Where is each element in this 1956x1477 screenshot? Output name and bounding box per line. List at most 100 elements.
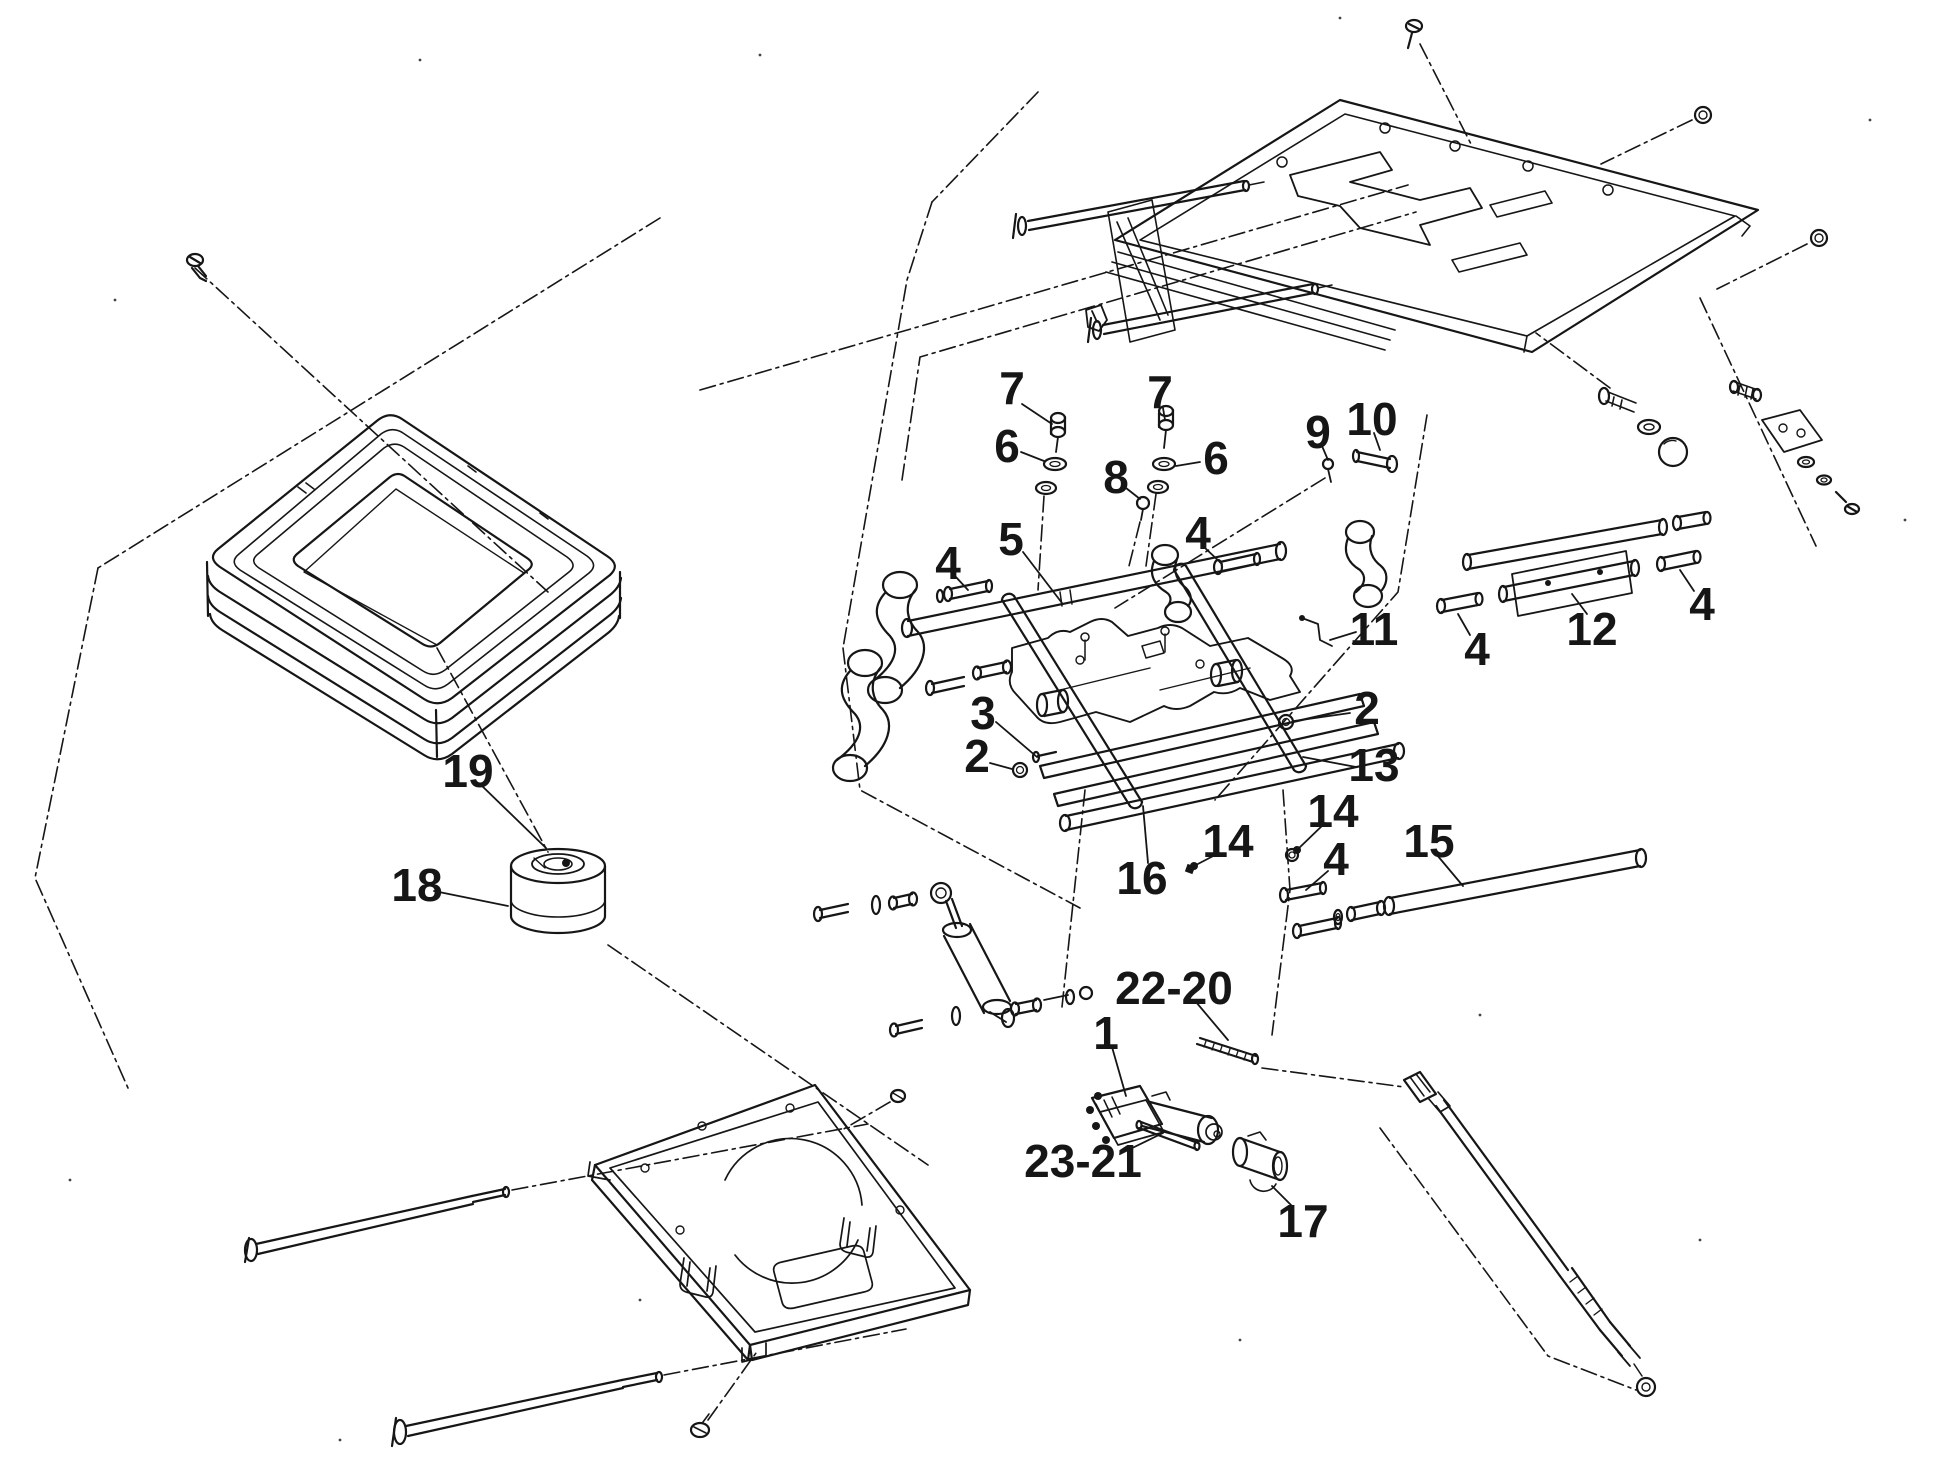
callout-leader-line xyxy=(995,721,1038,758)
callout-14: 14 xyxy=(1190,815,1254,870)
callout-leader-line xyxy=(1022,551,1063,604)
callout-leader-line xyxy=(1302,756,1357,768)
callout-9: 9 xyxy=(1305,406,1331,461)
callout-1: 1 xyxy=(1093,1007,1127,1097)
callout-18: 18 xyxy=(391,859,509,911)
callout-leader-line xyxy=(1111,1046,1127,1097)
part-number-label: 10 xyxy=(1346,393,1397,445)
part-number-label: 4 xyxy=(1689,578,1715,630)
callout-leader-line xyxy=(1373,432,1381,451)
part-number-label: 14 xyxy=(1202,815,1254,867)
callout-8: 8 xyxy=(1103,451,1141,503)
callout-leader-line xyxy=(1293,712,1351,722)
base-plate xyxy=(587,1083,972,1439)
part-number-label: 4 xyxy=(1185,507,1211,559)
coupler-17 xyxy=(1231,1131,1289,1193)
pivot-hardware xyxy=(1597,379,1861,516)
part-number-label: 18 xyxy=(391,859,442,911)
callout-10: 10 xyxy=(1346,393,1398,451)
part-number-label: 3 xyxy=(970,687,996,739)
callout-leader-line xyxy=(1020,451,1045,462)
callout-2: 2 xyxy=(1293,682,1380,734)
scan-specks xyxy=(68,16,1907,1442)
part-number-label: 2 xyxy=(1354,682,1380,734)
callout-4: 4 xyxy=(1305,833,1349,891)
callout-22-20: 22-20 xyxy=(1115,962,1233,1041)
part-number-label: 14 xyxy=(1307,785,1359,837)
phantom-lines xyxy=(34,43,1817,1421)
part-number-label: 6 xyxy=(1203,432,1229,484)
callout-leader-line xyxy=(1305,870,1329,891)
callout-leader-line xyxy=(1142,805,1149,864)
callout-leader-line xyxy=(1571,593,1588,615)
part-number-label: 9 xyxy=(1305,406,1331,458)
callout-13: 13 xyxy=(1302,739,1400,791)
callout-4: 4 xyxy=(1185,507,1223,565)
screw-icon xyxy=(185,252,208,283)
part-number-label: 4 xyxy=(1464,623,1490,675)
damper-cylinder xyxy=(812,881,1094,1038)
callout-leader-line xyxy=(1119,1132,1164,1155)
callout-leader-line xyxy=(1457,613,1471,636)
part-number-label: 12 xyxy=(1566,603,1617,655)
callout-4: 4 xyxy=(935,537,969,591)
callout-6: 6 xyxy=(1175,432,1229,484)
callout-leader-dot xyxy=(1293,846,1301,854)
knee-lever xyxy=(831,570,926,783)
cross-tube-15 xyxy=(1278,847,1648,940)
guide-rod xyxy=(243,1185,664,1448)
callout-11: 11 xyxy=(1329,603,1399,655)
lift-mechanism xyxy=(812,404,1406,1038)
control-cable xyxy=(1402,1070,1657,1398)
motor-assembly xyxy=(1086,1036,1289,1193)
part-number-label: 1 xyxy=(1093,1007,1119,1059)
callout-leader-dot xyxy=(1190,862,1198,870)
callout-leader-line xyxy=(1436,854,1464,887)
callout-leader-line xyxy=(1125,487,1141,500)
part-number-label: 4 xyxy=(1323,833,1349,885)
callout-leader-line xyxy=(989,762,1013,770)
bellows-boot xyxy=(205,414,623,761)
part-number-label: 19 xyxy=(442,745,493,797)
callout-leader-line xyxy=(1203,546,1223,565)
part-number-label: 11 xyxy=(1350,603,1399,655)
callout-7: 7 xyxy=(1147,366,1173,421)
callout-5: 5 xyxy=(998,513,1063,604)
callout-17: 17 xyxy=(1271,1185,1329,1247)
part-number-label: 7 xyxy=(1147,366,1173,418)
callout-6: 6 xyxy=(994,420,1045,472)
part-number-label: 6 xyxy=(994,420,1020,472)
bolt-washer-stack xyxy=(1034,404,1177,521)
callout-4: 4 xyxy=(1679,569,1715,630)
callout-leader-line xyxy=(479,783,547,849)
part-number-label: 13 xyxy=(1348,739,1399,791)
callout-leader-line xyxy=(1271,1185,1294,1208)
callout-leader-line xyxy=(954,575,969,591)
part-number-label: 7 xyxy=(999,362,1025,414)
callout-2: 2 xyxy=(964,730,1013,782)
part-number-label: 15 xyxy=(1403,815,1454,867)
callout-leader-line xyxy=(1296,822,1326,851)
callout-leader-line xyxy=(1679,569,1695,592)
roller-damper xyxy=(509,847,607,935)
callout-leader-line xyxy=(1321,445,1329,461)
callout-14: 14 xyxy=(1293,785,1359,854)
link-tubes-12 xyxy=(1435,510,1712,617)
callout-23-21: 23-21 xyxy=(1024,1132,1164,1187)
callout-16: 16 xyxy=(1116,805,1168,904)
callout-leader-line xyxy=(1195,1001,1229,1041)
callout-12: 12 xyxy=(1566,593,1618,655)
part-number-label: 16 xyxy=(1116,852,1167,904)
callout-leader-line xyxy=(1021,403,1053,425)
callout-leader-line xyxy=(1329,631,1357,641)
callout-19: 19 xyxy=(442,745,547,849)
part-number-label: 5 xyxy=(998,513,1024,565)
callout-leader-line xyxy=(433,890,509,907)
part-number-label: 17 xyxy=(1277,1195,1328,1247)
callout-15: 15 xyxy=(1403,815,1464,887)
part-number-label: 2 xyxy=(964,730,990,782)
callout-7: 7 xyxy=(999,362,1053,425)
